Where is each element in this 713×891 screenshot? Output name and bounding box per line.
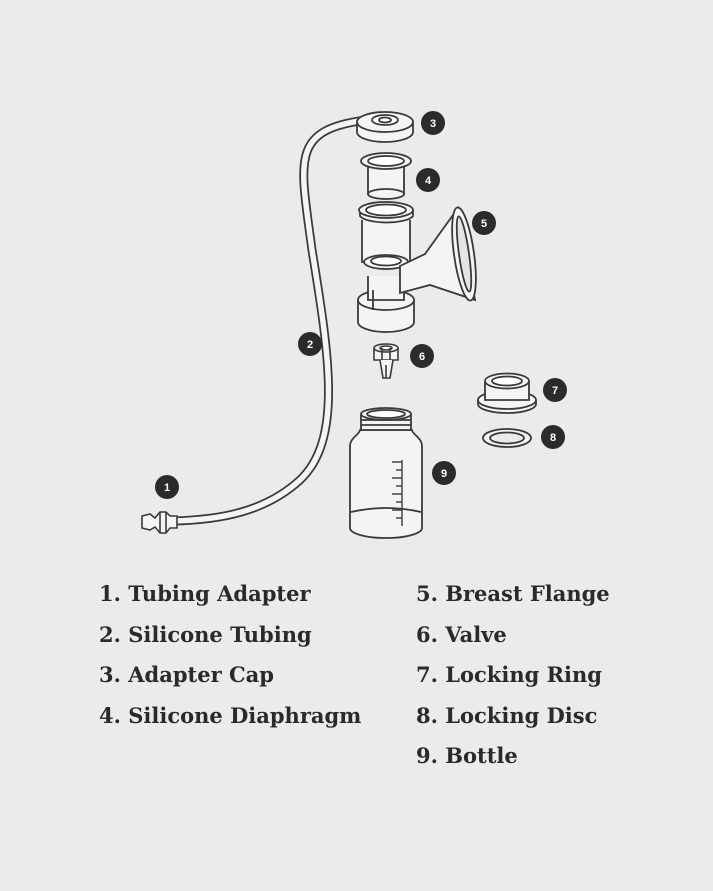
silicone-diaphragm xyxy=(360,152,412,200)
svg-text:1: 1 xyxy=(164,482,170,494)
legend-item-bottle: 9. Bottle xyxy=(416,743,518,768)
part-badge-5: 5 xyxy=(472,211,496,235)
parts-legend-right: 5. Breast Flange 6. Valve 7. Locking Rin… xyxy=(416,574,610,777)
legend-item-valve: 6. Valve xyxy=(416,621,507,647)
part-badge-2: 2 xyxy=(298,332,322,356)
pump-body xyxy=(357,201,415,333)
svg-text:8: 8 xyxy=(550,432,556,444)
svg-text:6: 6 xyxy=(419,351,425,363)
svg-text:3: 3 xyxy=(430,118,436,130)
tubing-adapter xyxy=(141,511,178,534)
svg-text:5: 5 xyxy=(481,218,487,230)
legend-item-locking-disc: 8. Locking Disc xyxy=(416,702,598,728)
legend-item-tubing-adapter: 1. Tubing Adapter xyxy=(99,581,311,606)
svg-text:4: 4 xyxy=(425,175,432,187)
part-badge-6: 6 xyxy=(410,344,434,368)
part-badge-3: 3 xyxy=(421,111,445,135)
legend-item-silicone-diaphragm: 4. Silicone Diaphragm xyxy=(99,702,362,728)
silicone-tubing xyxy=(167,115,371,526)
svg-text:7: 7 xyxy=(552,385,558,397)
part-badge-7: 7 xyxy=(543,378,567,402)
part-badge-9: 9 xyxy=(432,461,456,485)
part-badge-4: 4 xyxy=(416,168,440,192)
legend-item-breast-flange: 5. Breast Flange xyxy=(416,581,610,606)
legend-item-silicone-tubing: 2. Silicone Tubing xyxy=(99,621,312,647)
part-badge-1: 1 xyxy=(155,475,179,499)
locking-ring xyxy=(477,372,537,414)
legend-item-adapter-cap: 3. Adapter Cap xyxy=(99,662,274,687)
bottle xyxy=(349,407,423,539)
valve xyxy=(373,343,399,379)
bottle-measurement-scale xyxy=(392,460,403,526)
svg-text:2: 2 xyxy=(307,339,313,351)
part-badge-8: 8 xyxy=(541,425,565,449)
breast-flange xyxy=(399,205,477,302)
legend-item-locking-ring: 7. Locking Ring xyxy=(416,662,602,687)
adapter-cap xyxy=(356,111,414,143)
exploded-parts-diagram: 1 2 3 4 5 6 7 8 9 xyxy=(141,111,567,539)
parts-legend-left: 1. Tubing Adapter 2. Silicone Tubing 3. … xyxy=(99,574,361,736)
svg-text:9: 9 xyxy=(441,468,447,480)
locking-disc xyxy=(482,428,532,448)
